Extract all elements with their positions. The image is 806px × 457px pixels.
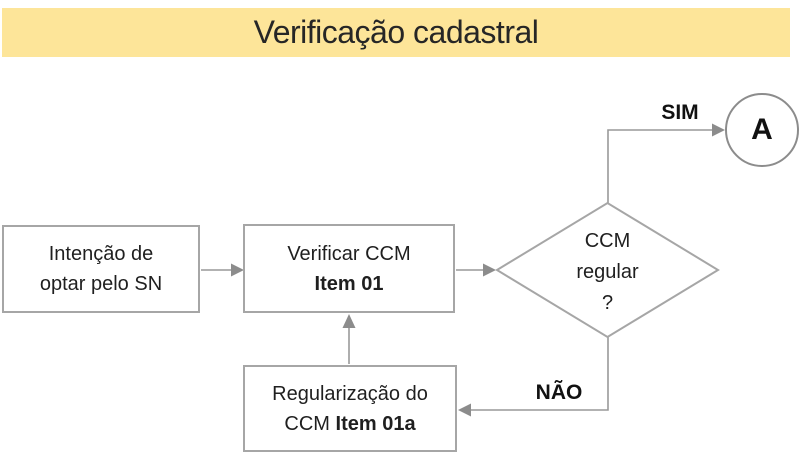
page-title: Verificação cadastral xyxy=(253,14,539,50)
node-start: Intenção de optar pelo SN xyxy=(2,225,200,313)
node-regularize-item-ref: Item 01a xyxy=(335,412,416,435)
arrowhead-right-decision xyxy=(483,263,496,277)
decision-diamond-text: CCM regular ? xyxy=(537,226,678,319)
node-start-line1: Intenção de xyxy=(48,243,154,265)
arrowhead-right-circle xyxy=(712,123,725,137)
node-regularize-line2-prefix: CCM xyxy=(284,412,336,435)
decision-line2: regular xyxy=(576,261,639,283)
title-banner: Verificação cadastral xyxy=(2,8,790,57)
node-start-line2: optar pelo SN xyxy=(39,273,163,295)
arrowhead-left-regularize xyxy=(458,403,471,417)
node-regularize-line2: CCM Item 01a xyxy=(284,409,415,439)
edge-decision-yes xyxy=(607,129,713,203)
offpage-connector-label: A xyxy=(751,113,773,146)
node-regularize-ccm: Regularização do CCM Item 01a xyxy=(243,365,457,452)
node-regularize-line1: Regularização do xyxy=(272,382,428,405)
node-verify-line1: Verificar CCM xyxy=(287,242,411,265)
arrowhead-right-verify xyxy=(231,263,244,277)
edge-label-no: NÃO xyxy=(535,381,583,404)
node-verify-ccm: Verificar CCM Item 01 xyxy=(243,224,455,313)
edge-decision-no xyxy=(470,337,609,411)
offpage-connector-circle xyxy=(725,93,799,167)
arrowhead-up-verify xyxy=(342,314,356,328)
node-verify-item-ref: Item 01 xyxy=(314,272,384,295)
decision-line3: ? xyxy=(601,292,614,314)
decision-diamond-shape xyxy=(495,201,720,339)
decision-line1: CCM xyxy=(584,230,631,252)
edge-label-yes: SIM xyxy=(661,101,699,124)
